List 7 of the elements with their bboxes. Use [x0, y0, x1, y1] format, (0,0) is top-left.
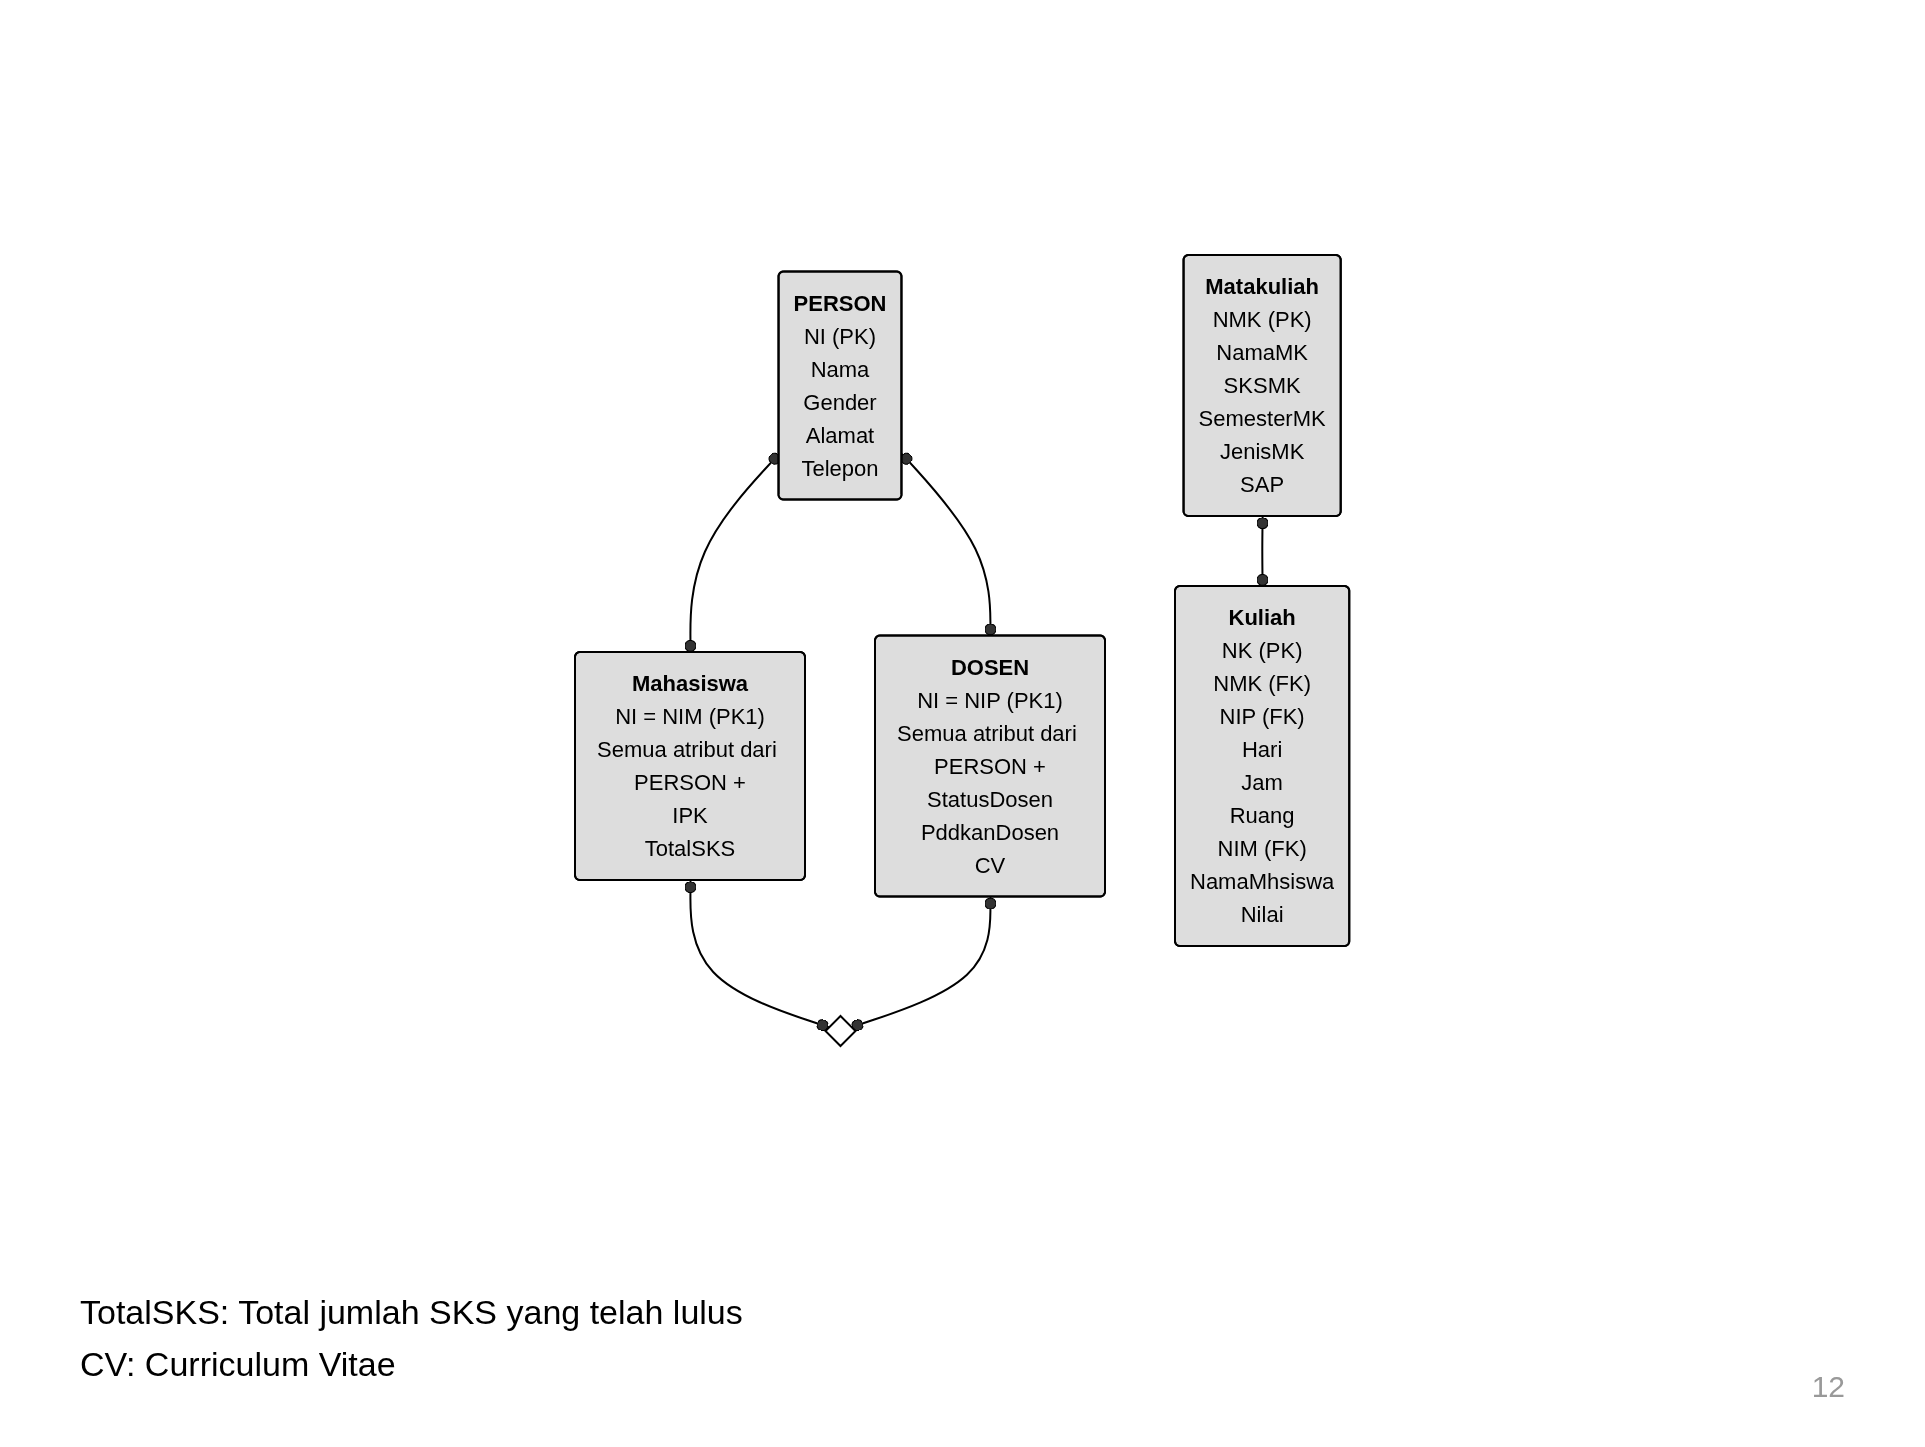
connector — [684, 879, 831, 1031]
connector — [850, 895, 997, 1031]
connector — [1256, 515, 1269, 587]
note-text: CV: Curriculum Vitae — [80, 1343, 397, 1385]
page-number: 12 — [1811, 1370, 1845, 1404]
node-diamond — [824, 1014, 858, 1047]
note-text: TotalSKS: Total jumlah SKS yang telah lulus — [80, 1292, 744, 1333]
